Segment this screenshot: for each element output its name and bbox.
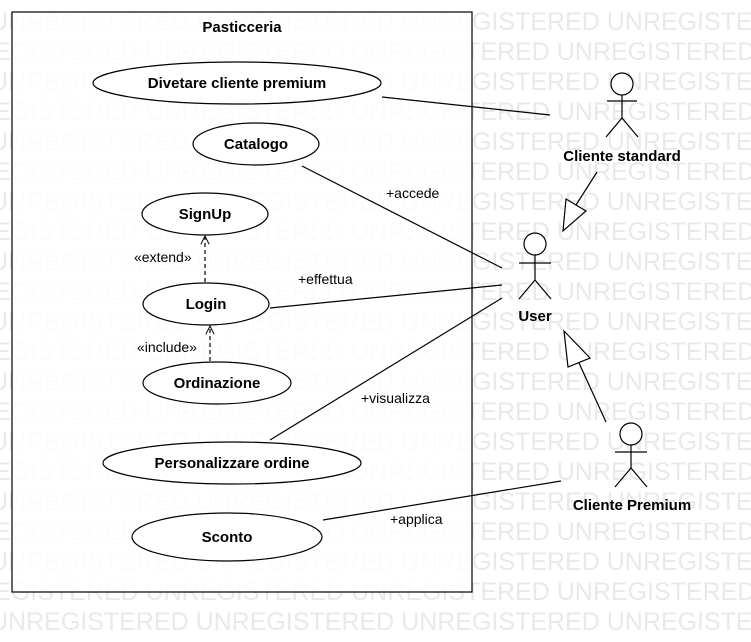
actor-cliente-standard[interactable] <box>605 72 639 138</box>
generalization-premium-user-line[interactable] <box>578 362 607 423</box>
use-case-label: Catalogo <box>224 136 288 153</box>
use-case-ordinazione[interactable]: Ordinazione <box>142 361 292 405</box>
relation-label-accede: +accede <box>386 185 440 201</box>
association-personalizzare-user[interactable] <box>269 297 503 441</box>
association-catalogo-user[interactable] <box>301 165 503 269</box>
actor-cliente-premium[interactable] <box>614 422 648 488</box>
relation-label-include: «include» <box>137 339 197 355</box>
generalization-standard-user-arrowhead <box>562 197 588 233</box>
association-sconto-cliente-premium[interactable] <box>322 480 562 521</box>
relation-label-applica: +applica <box>390 511 443 527</box>
use-case-signup[interactable]: SignUp <box>141 192 269 236</box>
actor-head <box>610 72 634 96</box>
generalization-standard-user-line[interactable] <box>575 171 598 206</box>
association-premium-cliente-standard[interactable] <box>381 96 551 116</box>
use-case-label: Personalizzare ordine <box>154 455 309 472</box>
generalization-premium-user-arrowhead <box>563 329 592 368</box>
use-case-label: SignUp <box>179 206 232 223</box>
use-case-label: Ordinazione <box>174 375 261 392</box>
relation-label-visualizza: +visualizza <box>361 390 430 406</box>
relation-label-extend: «extend» <box>134 249 192 265</box>
association-login-user[interactable] <box>269 284 503 309</box>
use-case-sconto[interactable]: Sconto <box>131 512 323 562</box>
use-case-label: Login <box>186 296 227 313</box>
actor-head <box>523 232 547 256</box>
use-case-label: Sconto <box>202 529 253 546</box>
actor-label-user: User <box>518 308 552 325</box>
use-case-catalogo[interactable]: Catalogo <box>192 122 320 166</box>
use-case-label: Divetare cliente premium <box>148 75 326 92</box>
actor-head <box>619 422 643 446</box>
actor-label-cliente-standard: Cliente standard <box>563 148 681 165</box>
system-title: Pasticceria <box>202 19 282 36</box>
use-case-login[interactable]: Login <box>142 282 270 326</box>
relation-label-effettua: +effettua <box>298 271 353 287</box>
actor-label-cliente-premium: Cliente Premium <box>573 497 691 514</box>
use-case-divetare-cliente-premium[interactable]: Divetare cliente premium <box>92 61 382 105</box>
actor-user[interactable] <box>518 232 552 300</box>
use-case-personalizzare-ordine[interactable]: Personalizzare ordine <box>102 441 362 485</box>
